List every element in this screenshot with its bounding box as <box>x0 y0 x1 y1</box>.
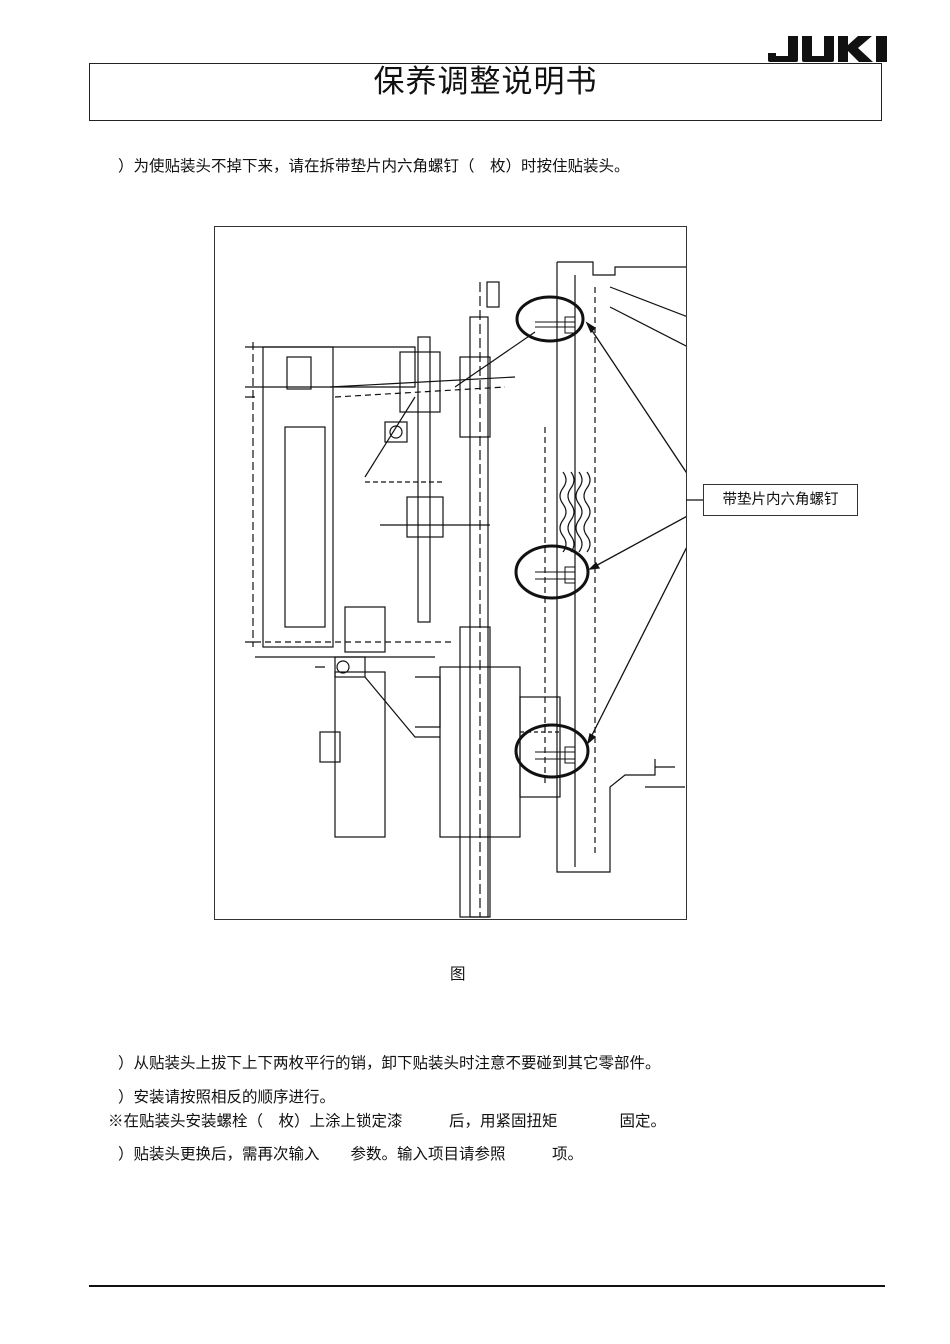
step-2-text: ）从贴装头上拔下上下两枚平行的销，卸下贴装头时注意不要碰到其它零部件。 <box>118 1054 661 1072</box>
page-title: 保养调整说明书 <box>373 64 598 100</box>
mechanical-drawing <box>214 226 687 920</box>
note-text: ※在贴装头安装螺栓（ 枚）上涂上锁定漆 后，用紧固扭矩 固定。 <box>108 1112 667 1130</box>
figure-caption: 图 <box>450 965 466 983</box>
step-4-text: ）贴装头更换后，需再次输入 参数。输入项目请参照 项。 <box>118 1145 584 1163</box>
callout-hex-socket-bolt-label: 带垫片内六角螺钉 <box>703 484 858 516</box>
juki-logo <box>768 36 887 62</box>
footer-divider <box>89 1285 885 1287</box>
step-1-text: ）为使贴装头不掉下来，请在拆带垫片内六角螺钉（ 枚）时按住贴装头。 <box>118 157 630 175</box>
step-3-text: ）安装请按照相反的顺序进行。 <box>118 1088 336 1106</box>
drawing-svg <box>245 261 686 918</box>
title-box: 保养调整说明书 <box>89 63 882 121</box>
callout-leader-stub <box>686 499 703 501</box>
